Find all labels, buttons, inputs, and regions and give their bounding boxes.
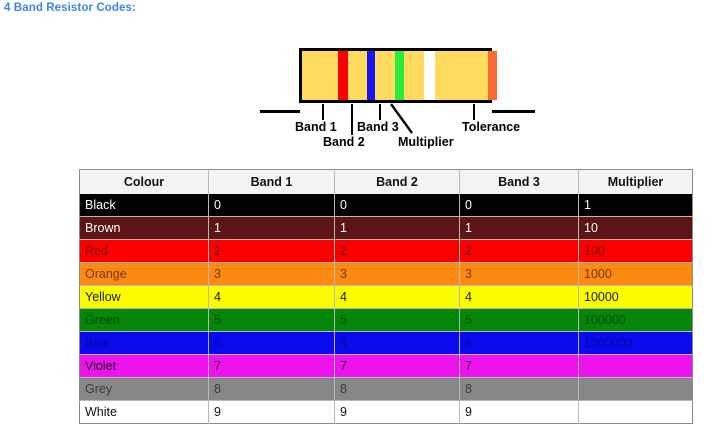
cell-colour: White [79,400,209,424]
column-header-band-1: Band 1 [208,169,335,194]
column-header-band-3: Band 3 [459,169,579,194]
cell-colour: Orange [79,262,209,286]
callout-band-3: Band 3 [357,120,399,134]
resistor-colour-code-table: Colour Band 1 Band 2 Band 3 Multiplier B… [79,169,693,424]
cell-band-1: 0 [208,194,335,217]
multiplier-band [424,51,435,100]
callout-band-1-tick [322,104,324,120]
cell-colour: Blue [79,331,209,355]
band-2 [367,51,375,100]
cell-band-1: 1 [208,216,335,240]
callout-band-2-tick [351,104,353,135]
cell-multiplier: 1000 [578,262,693,286]
cell-band-3: 0 [459,194,579,217]
cell-multiplier [578,377,693,401]
page-title: 4 Band Resistor Codes: [4,2,136,14]
cell-band-3: 9 [459,400,579,424]
cell-multiplier: 10000 [578,285,693,309]
cell-band-1: 6 [208,331,335,355]
band-1 [338,51,348,100]
cell-multiplier [579,401,693,424]
cell-multiplier: 10 [578,216,693,240]
cell-band-3: 8 [459,377,579,401]
column-header-colour: Colour [79,169,209,194]
band-3 [395,51,404,100]
cell-multiplier: 100000 [578,308,693,332]
cell-band-2: 4 [334,285,460,309]
cell-band-2: 3 [334,262,460,286]
callout-multiplier: Multiplier [398,135,454,149]
cell-band-2: 0 [334,194,460,217]
cell-band-1: 9 [208,400,335,424]
cell-band-3: 4 [459,285,579,309]
table-header-row: Colour Band 1 Band 2 Band 3 Multiplier [79,169,693,194]
cell-colour: Black [79,194,209,217]
cell-band-2: 9 [334,400,460,424]
callout-band-1: Band 1 [295,120,337,134]
cell-band-2: 6 [334,331,460,355]
cell-band-3: 1 [459,216,579,240]
resistor-lead-right [492,110,535,113]
cell-band-3: 7 [459,354,579,378]
cell-multiplier: 1 [578,194,693,217]
callout-tolerance: Tolerance [462,120,521,134]
cell-band-3: 5 [459,308,579,332]
resistor-body [299,48,497,103]
callout-tolerance-tick [473,104,475,120]
column-header-multiplier: Multiplier [578,169,693,194]
column-header-band-2: Band 2 [334,169,460,194]
cell-multiplier: 1000000 [578,331,693,355]
cell-band-2: 7 [334,354,460,378]
cell-band-2: 5 [334,308,460,332]
tolerance-band [488,51,497,100]
cell-band-2: 8 [334,377,460,401]
cell-multiplier [578,354,693,378]
callout-band-3-tick [379,104,381,120]
cell-colour: Red [79,239,209,263]
cell-colour: Yellow [79,285,209,309]
resistor-lead-left [260,110,300,113]
cell-band-3: 6 [459,331,579,355]
cell-colour: Brown [79,216,209,240]
cell-band-2: 2 [334,239,460,263]
cell-band-1: 7 [208,354,335,378]
cell-band-1: 3 [208,262,335,286]
cell-band-1: 4 [208,285,335,309]
cell-band-1: 8 [208,377,335,401]
cell-band-1: 5 [208,308,335,332]
cell-colour: Violet [79,354,209,378]
callout-band-2: Band 2 [323,135,365,149]
cell-colour: Green [79,308,209,332]
cell-colour: Grey [79,377,209,401]
cell-band-3: 3 [459,262,579,286]
cell-band-2: 1 [334,216,460,240]
cell-band-3: 2 [459,239,579,263]
multiplier-leader-line [390,103,413,134]
cell-band-1: 2 [208,239,335,263]
cell-multiplier: 100 [578,239,693,263]
